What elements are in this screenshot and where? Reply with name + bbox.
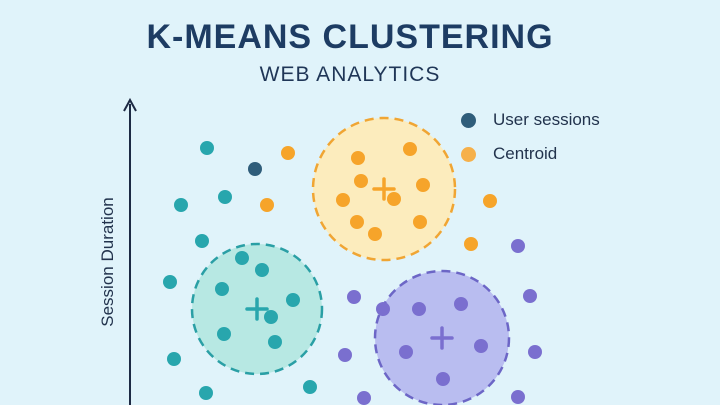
session-point-purple (511, 390, 525, 404)
legend-item-centroid: Centroid (461, 144, 557, 164)
session-point-purple (338, 348, 352, 362)
session-point-teal (235, 251, 249, 265)
session-point-teal (199, 386, 213, 400)
legend-item-user-sessions: User sessions (461, 110, 600, 130)
session-point-teal (174, 198, 188, 212)
session-point-purple (436, 372, 450, 386)
session-point-orange (336, 193, 350, 207)
session-point-orange (464, 237, 478, 251)
legend-label-user-sessions: User sessions (493, 110, 600, 129)
chart-title: K-MEANS CLUSTERING (146, 18, 554, 56)
session-point-teal (195, 234, 209, 248)
session-point-purple (474, 339, 488, 353)
session-point-teal (286, 293, 300, 307)
session-point-purple (523, 289, 537, 303)
session-point-teal (217, 327, 231, 341)
centroid-teal-plus-icon (245, 297, 269, 321)
session-point-orange (350, 215, 364, 229)
session-point-purple (412, 302, 426, 316)
centroid-orange-plus-icon (372, 177, 396, 201)
session-point-purple (528, 345, 542, 359)
session-point-orange (368, 227, 382, 241)
session-point-purple (454, 297, 468, 311)
session-point-orange (351, 151, 365, 165)
y-axis-arrow-icon (123, 97, 137, 112)
session-point-orange (354, 174, 368, 188)
session-point-orange (387, 192, 401, 206)
session-point-teal (215, 282, 229, 296)
session-point-teal (163, 275, 177, 289)
legend-label-centroid: Centroid (493, 144, 558, 163)
session-point-orange (281, 146, 295, 160)
session-point-dark (248, 162, 262, 176)
session-point-orange (413, 215, 427, 229)
centroid-dot-icon (461, 146, 476, 162)
session-point-purple (399, 345, 413, 359)
session-point-purple (511, 239, 525, 253)
session-point-teal (303, 380, 317, 394)
centroid-purple-plus-icon (430, 326, 454, 350)
session-point-purple (347, 290, 361, 304)
session-point-teal (200, 141, 214, 155)
session-point-purple (357, 391, 371, 405)
points-layer (163, 141, 542, 405)
session-point-orange (403, 142, 417, 156)
session-point-teal (268, 335, 282, 349)
session-point-orange (416, 178, 430, 192)
session-point-orange (260, 198, 274, 212)
session-point-teal (255, 263, 269, 277)
session-point-purple (376, 302, 390, 316)
session-point-teal (218, 190, 232, 204)
chart-subtitle: WEB ANALYTICS (259, 63, 441, 86)
session-point-teal (167, 352, 181, 366)
session-point-teal (264, 310, 278, 324)
user-sessions-dot-icon (461, 112, 476, 128)
session-point-orange (483, 194, 497, 208)
